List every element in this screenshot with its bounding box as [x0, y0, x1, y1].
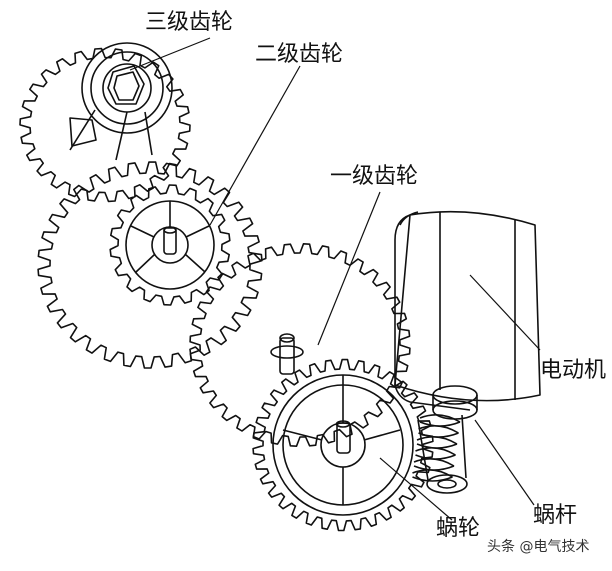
- leader-gear3: [129, 37, 211, 71]
- third-stage-gear: [19, 42, 191, 203]
- watermark: 头条 @电气技术: [487, 539, 590, 555]
- motor: [394, 210, 541, 411]
- label-first-stage-gear: 一级齿轮: [330, 164, 419, 189]
- first-stage-gear: [189, 243, 411, 447]
- leader-motor: [469, 274, 541, 351]
- leader-worm-wheel: [379, 457, 453, 521]
- leader-worm: [474, 419, 535, 506]
- label-third-stage-gear: 三级齿轮: [145, 10, 234, 35]
- second-stage-pinion: [109, 184, 231, 306]
- worm-shaft: [412, 385, 478, 494]
- label-second-stage-gear: 二级齿轮: [255, 42, 344, 67]
- label-worm-wheel: 蜗轮: [436, 516, 481, 541]
- label-worm: 蜗杆: [533, 503, 578, 528]
- leader-lines: [129, 37, 541, 521]
- leader-gear2: [209, 65, 301, 226]
- second-stage-large-gear: [37, 161, 263, 369]
- worm-wheel: [252, 358, 434, 532]
- label-motor: 电动机: [540, 358, 607, 383]
- leader-gear1: [317, 191, 381, 346]
